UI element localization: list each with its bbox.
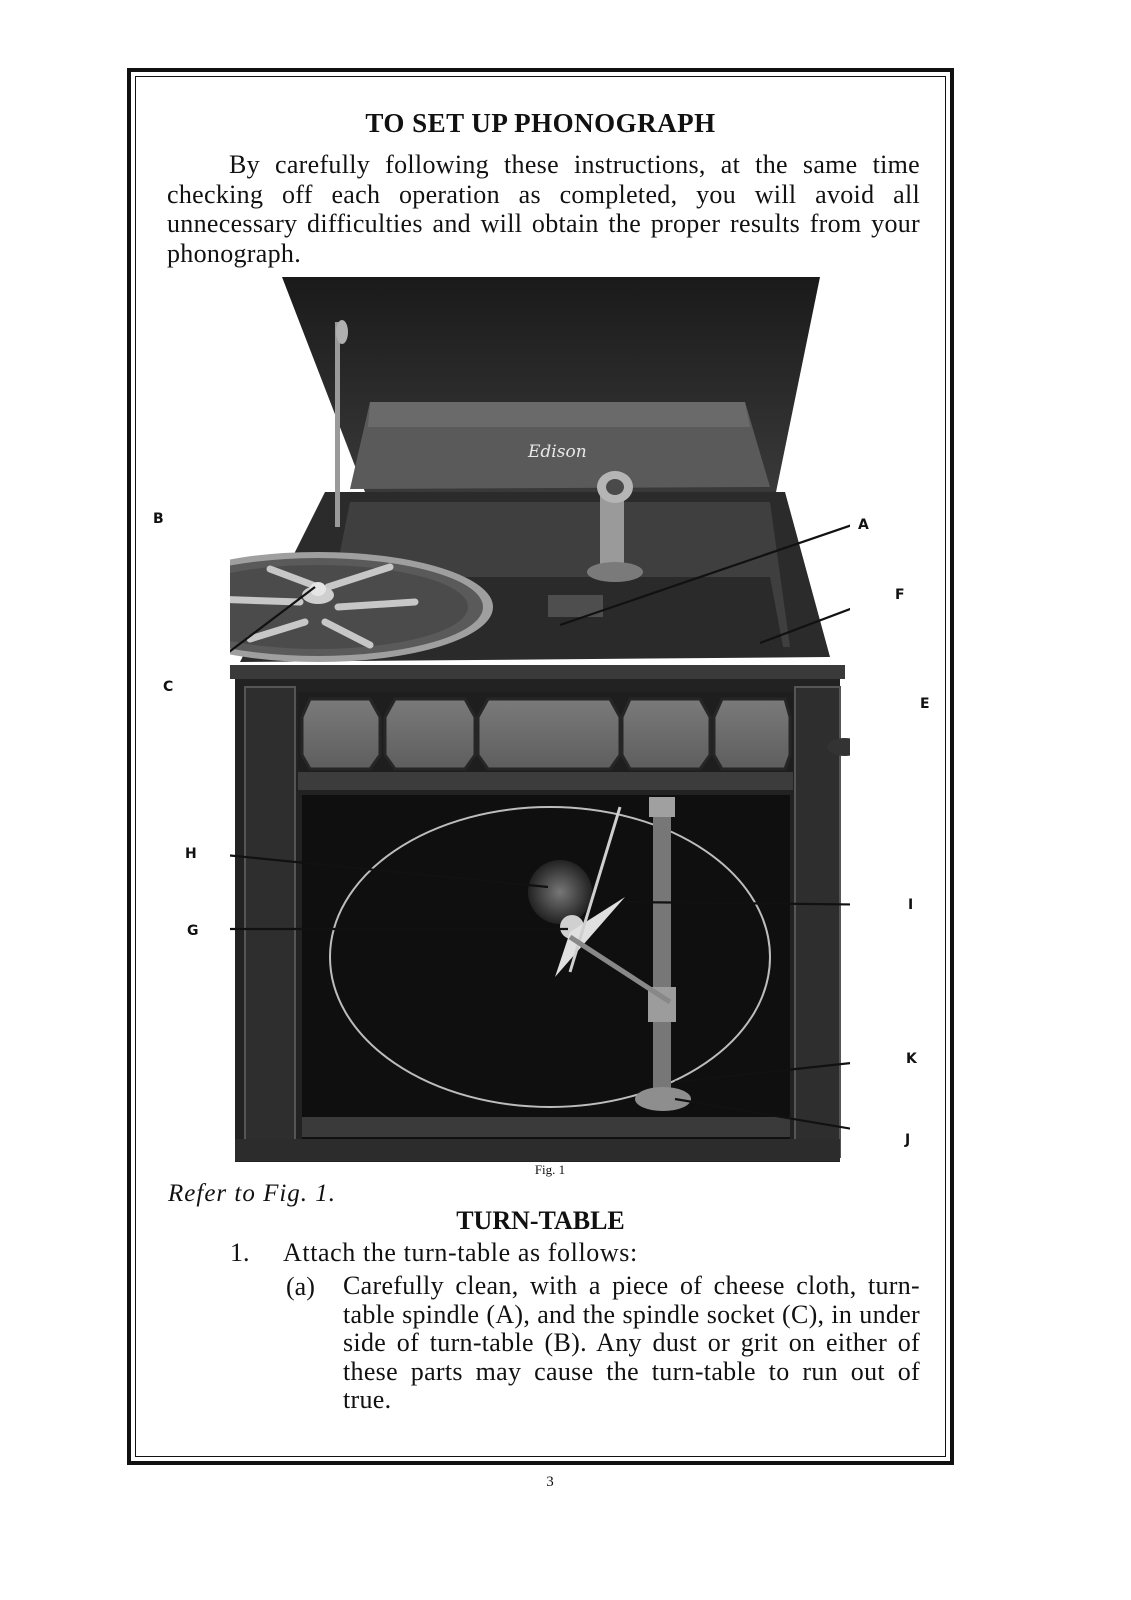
- callout-e: E: [920, 696, 930, 712]
- intro-paragraph: By carefully following these instruction…: [167, 150, 920, 268]
- figure-caption: Fig. 1: [534, 1162, 566, 1177]
- phonograph-illustration: [230, 277, 850, 1162]
- substep-text: Carefully clean, with a piece of cheese …: [343, 1271, 920, 1414]
- edison-logo: Edison: [528, 442, 587, 462]
- callout-i: I: [908, 897, 914, 913]
- callout-g: G: [187, 923, 199, 939]
- page-number: 3: [546, 1474, 554, 1490]
- page-title: TO SET UP PHONOGRAPH: [365, 108, 716, 138]
- callout-h: H: [185, 846, 197, 862]
- callout-c: C: [163, 679, 174, 695]
- callout-b: B: [153, 511, 164, 527]
- step-number: 1.: [230, 1238, 250, 1267]
- callout-f: F: [895, 587, 905, 603]
- section-heading: TURN-TABLE: [456, 1206, 625, 1235]
- substep-label: (a): [286, 1272, 315, 1301]
- figure-reference-note: Refer to Fig. 1.: [168, 1180, 337, 1207]
- page-border-inner: [135, 76, 946, 1457]
- page-border-outer: [127, 68, 954, 1465]
- callout-a: A: [858, 517, 869, 533]
- phonograph-figure: Edison: [230, 277, 850, 1162]
- callout-k: K: [906, 1051, 917, 1067]
- step-text: Attach the turn-table as follows:: [283, 1238, 638, 1267]
- callout-j: J: [905, 1132, 911, 1148]
